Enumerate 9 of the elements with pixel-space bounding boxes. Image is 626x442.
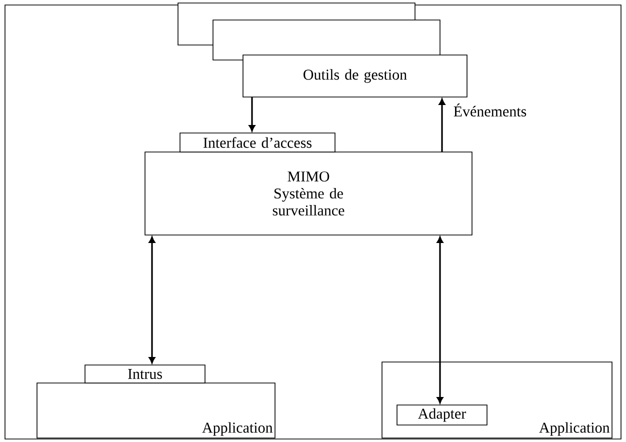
arrow — [438, 98, 446, 152]
adapter-box: Adapter — [396, 404, 488, 426]
edge-label: Événements — [452, 102, 528, 118]
arrow — [248, 97, 256, 132]
tool-box: Outils de gestion — [242, 54, 468, 98]
intrus-tab: Intrus — [84, 364, 206, 384]
interface-tab: Interface d’access — [180, 132, 336, 152]
arrow — [148, 236, 156, 364]
arrow — [436, 236, 444, 404]
